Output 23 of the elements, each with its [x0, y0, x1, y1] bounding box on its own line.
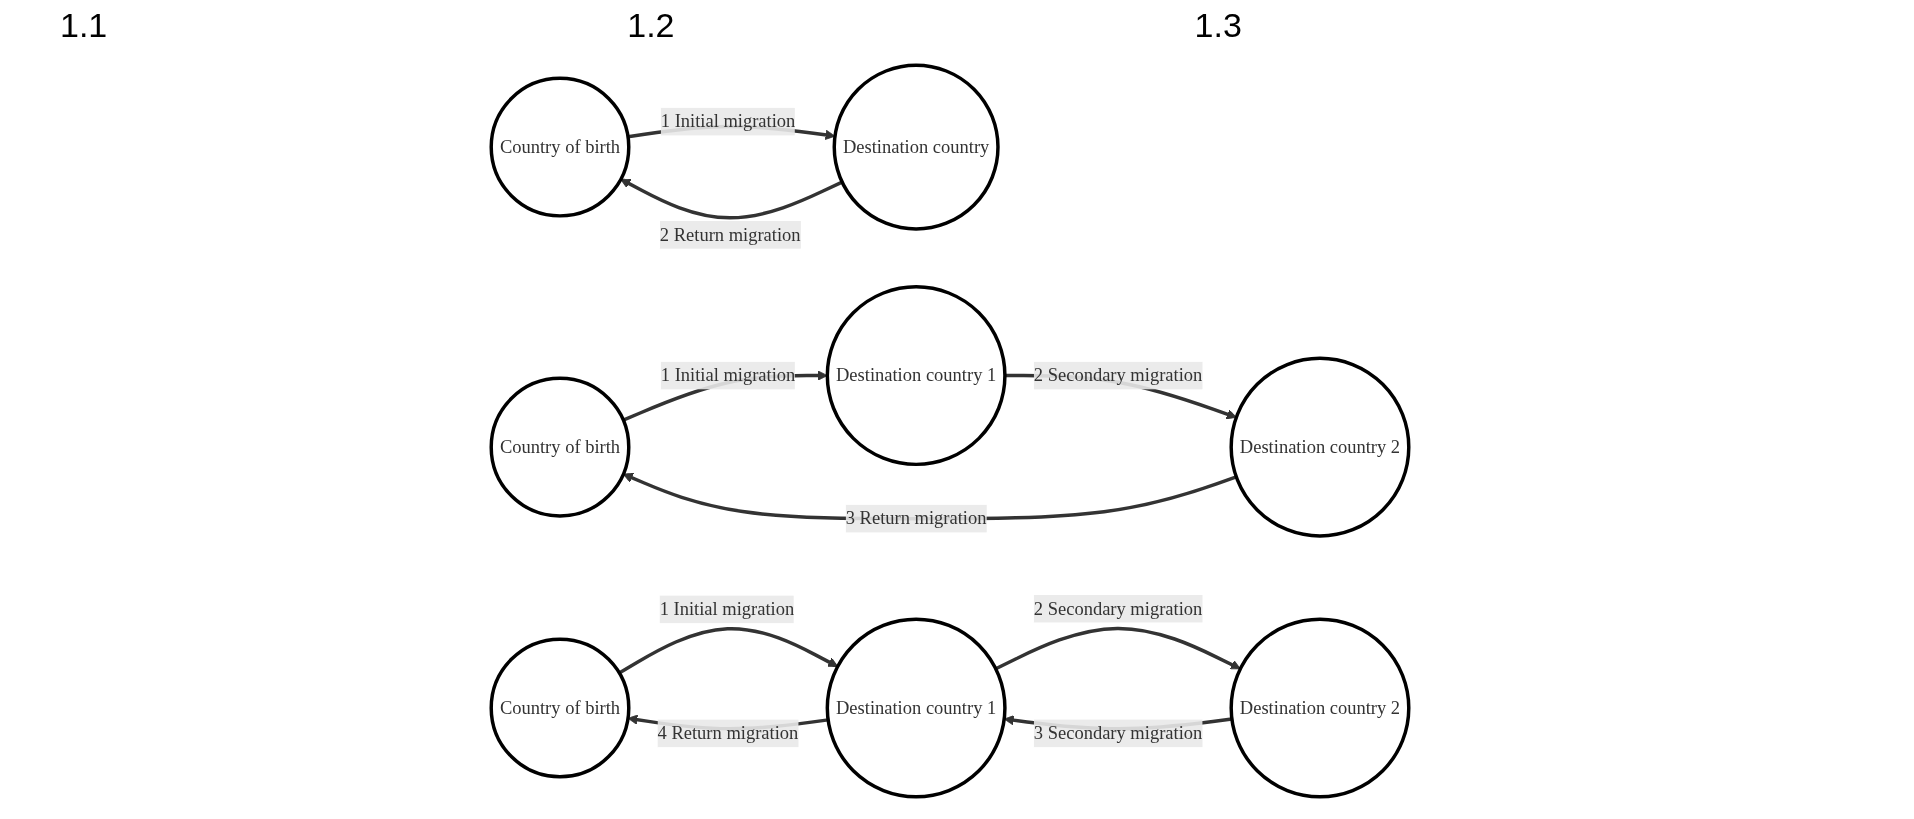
edge-label: 1 Initial migration: [660, 365, 796, 385]
node-circle: Destination country 2: [1229, 617, 1411, 799]
node-circle: Destination country 2: [1229, 356, 1411, 538]
edge-label: 2 Return migration: [659, 224, 801, 245]
node-circle: Destination country 1: [825, 617, 1007, 799]
node-circle: Country of birth: [489, 76, 631, 218]
edge-label: 4 Return migration: [657, 722, 799, 743]
panel-number: 1.1: [60, 6, 108, 46]
edge-label: 2 Secondary migration: [1033, 365, 1203, 385]
panel-number: 1.2: [627, 6, 675, 46]
arrow: [620, 178, 843, 220]
edge-label: 3 Return migration: [845, 508, 987, 528]
arrow: [995, 626, 1241, 671]
node-circle: Country of birth: [489, 637, 631, 779]
arrow: [618, 627, 839, 675]
edge-label: 1 Initial migration: [660, 111, 796, 131]
edge-label: 3 Secondary migration: [1033, 722, 1203, 743]
edge-label: 1 Initial migration: [659, 598, 795, 619]
panel-number: 1.3: [1194, 6, 1242, 46]
node-circle: Destination country: [832, 63, 1000, 231]
node-circle: Country of birth: [489, 376, 631, 518]
node-circle: Destination country 1: [825, 285, 1007, 467]
edge-label: 2 Secondary migration: [1033, 598, 1203, 618]
